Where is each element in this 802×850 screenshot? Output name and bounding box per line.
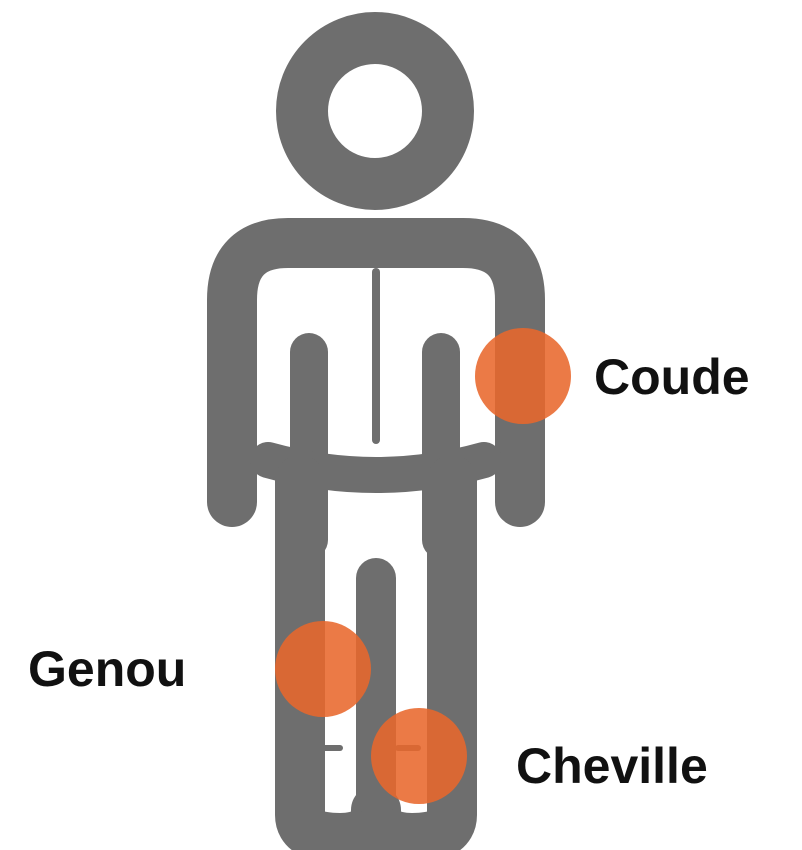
knee-marker (275, 621, 371, 717)
knee-label: Genou (28, 641, 186, 697)
elbow-marker (475, 328, 571, 424)
elbow-label: Coude (594, 349, 750, 405)
ankle-marker (371, 708, 467, 804)
body-figure (232, 38, 520, 838)
ankle-label: Cheville (516, 738, 708, 794)
head-icon (302, 38, 448, 184)
